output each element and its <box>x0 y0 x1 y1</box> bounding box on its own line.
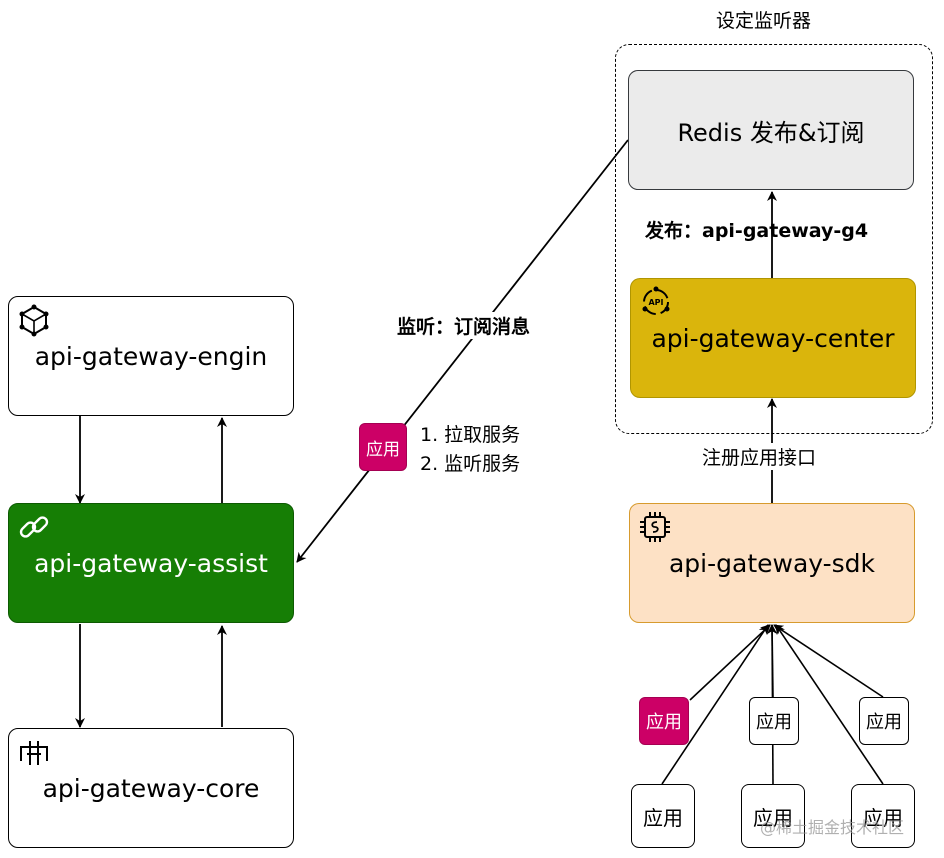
assist-node-label: api-gateway-assist <box>34 548 268 578</box>
app-node-label: 应用 <box>643 805 683 830</box>
redis-node[interactable]: Redis 发布&订阅 <box>628 70 914 190</box>
app-badge-label: 应用 <box>366 439 400 460</box>
gateway-icon <box>17 735 51 769</box>
app-node-label: 应用 <box>756 712 792 733</box>
edge-label-pull: 1. 拉取服务 <box>420 424 521 446</box>
app-node[interactable]: 应用 <box>851 784 915 848</box>
edge-app-to-sdk <box>775 624 884 785</box>
sdk-node[interactable]: api-gateway-sdk <box>629 503 915 623</box>
core-node[interactable]: api-gateway-core <box>8 728 294 848</box>
assist-node[interactable]: api-gateway-assist <box>8 503 294 623</box>
engin-node-label: api-gateway-engin <box>34 341 268 371</box>
api-icon: API <box>639 285 673 319</box>
sdk-node-label: api-gateway-sdk <box>668 548 876 578</box>
redis-node-label: Redis 发布&订阅 <box>677 118 865 147</box>
app-node[interactable]: 应用 <box>859 697 909 745</box>
edge-label-subscribe: 监听：订阅消息 <box>397 312 531 339</box>
edge-label-register: 注册应用接口 <box>702 443 817 470</box>
center-node-label: api-gateway-center <box>651 323 895 353</box>
edge-app-to-sdk <box>689 624 771 701</box>
edge-redis-to-assist <box>296 139 629 563</box>
app-node[interactable]: 应用 <box>741 784 805 848</box>
listener-container-title: 设定监听器 <box>716 10 812 32</box>
app-node-label: 应用 <box>866 712 902 733</box>
cube-network-icon <box>17 303 51 337</box>
link-icon <box>17 510 51 544</box>
app-node-label: 应用 <box>646 712 682 733</box>
svg-text:API: API <box>648 298 663 307</box>
engin-node[interactable]: api-gateway-engin <box>8 296 294 416</box>
app-node[interactable]: 应用 <box>749 697 799 745</box>
chip-icon <box>638 510 672 544</box>
edge-label-listen: 2. 监听服务 <box>420 453 521 475</box>
edge-app-to-sdk <box>661 624 769 785</box>
listener-container <box>615 44 933 434</box>
edge-label-publish: 发布：api-gateway-g4 <box>645 220 869 242</box>
watermark: @稀土掘金技术社区 <box>760 818 905 837</box>
app-node-label: 应用 <box>863 805 903 830</box>
app-node[interactable]: 应用 <box>639 697 689 745</box>
app-node-label: 应用 <box>753 805 793 830</box>
app-badge: 应用 <box>359 423 407 471</box>
edge-app-to-sdk <box>773 624 884 698</box>
center-node[interactable]: API api-gateway-center <box>630 278 916 398</box>
core-node-label: api-gateway-core <box>42 773 260 803</box>
app-node[interactable]: 应用 <box>631 784 695 848</box>
